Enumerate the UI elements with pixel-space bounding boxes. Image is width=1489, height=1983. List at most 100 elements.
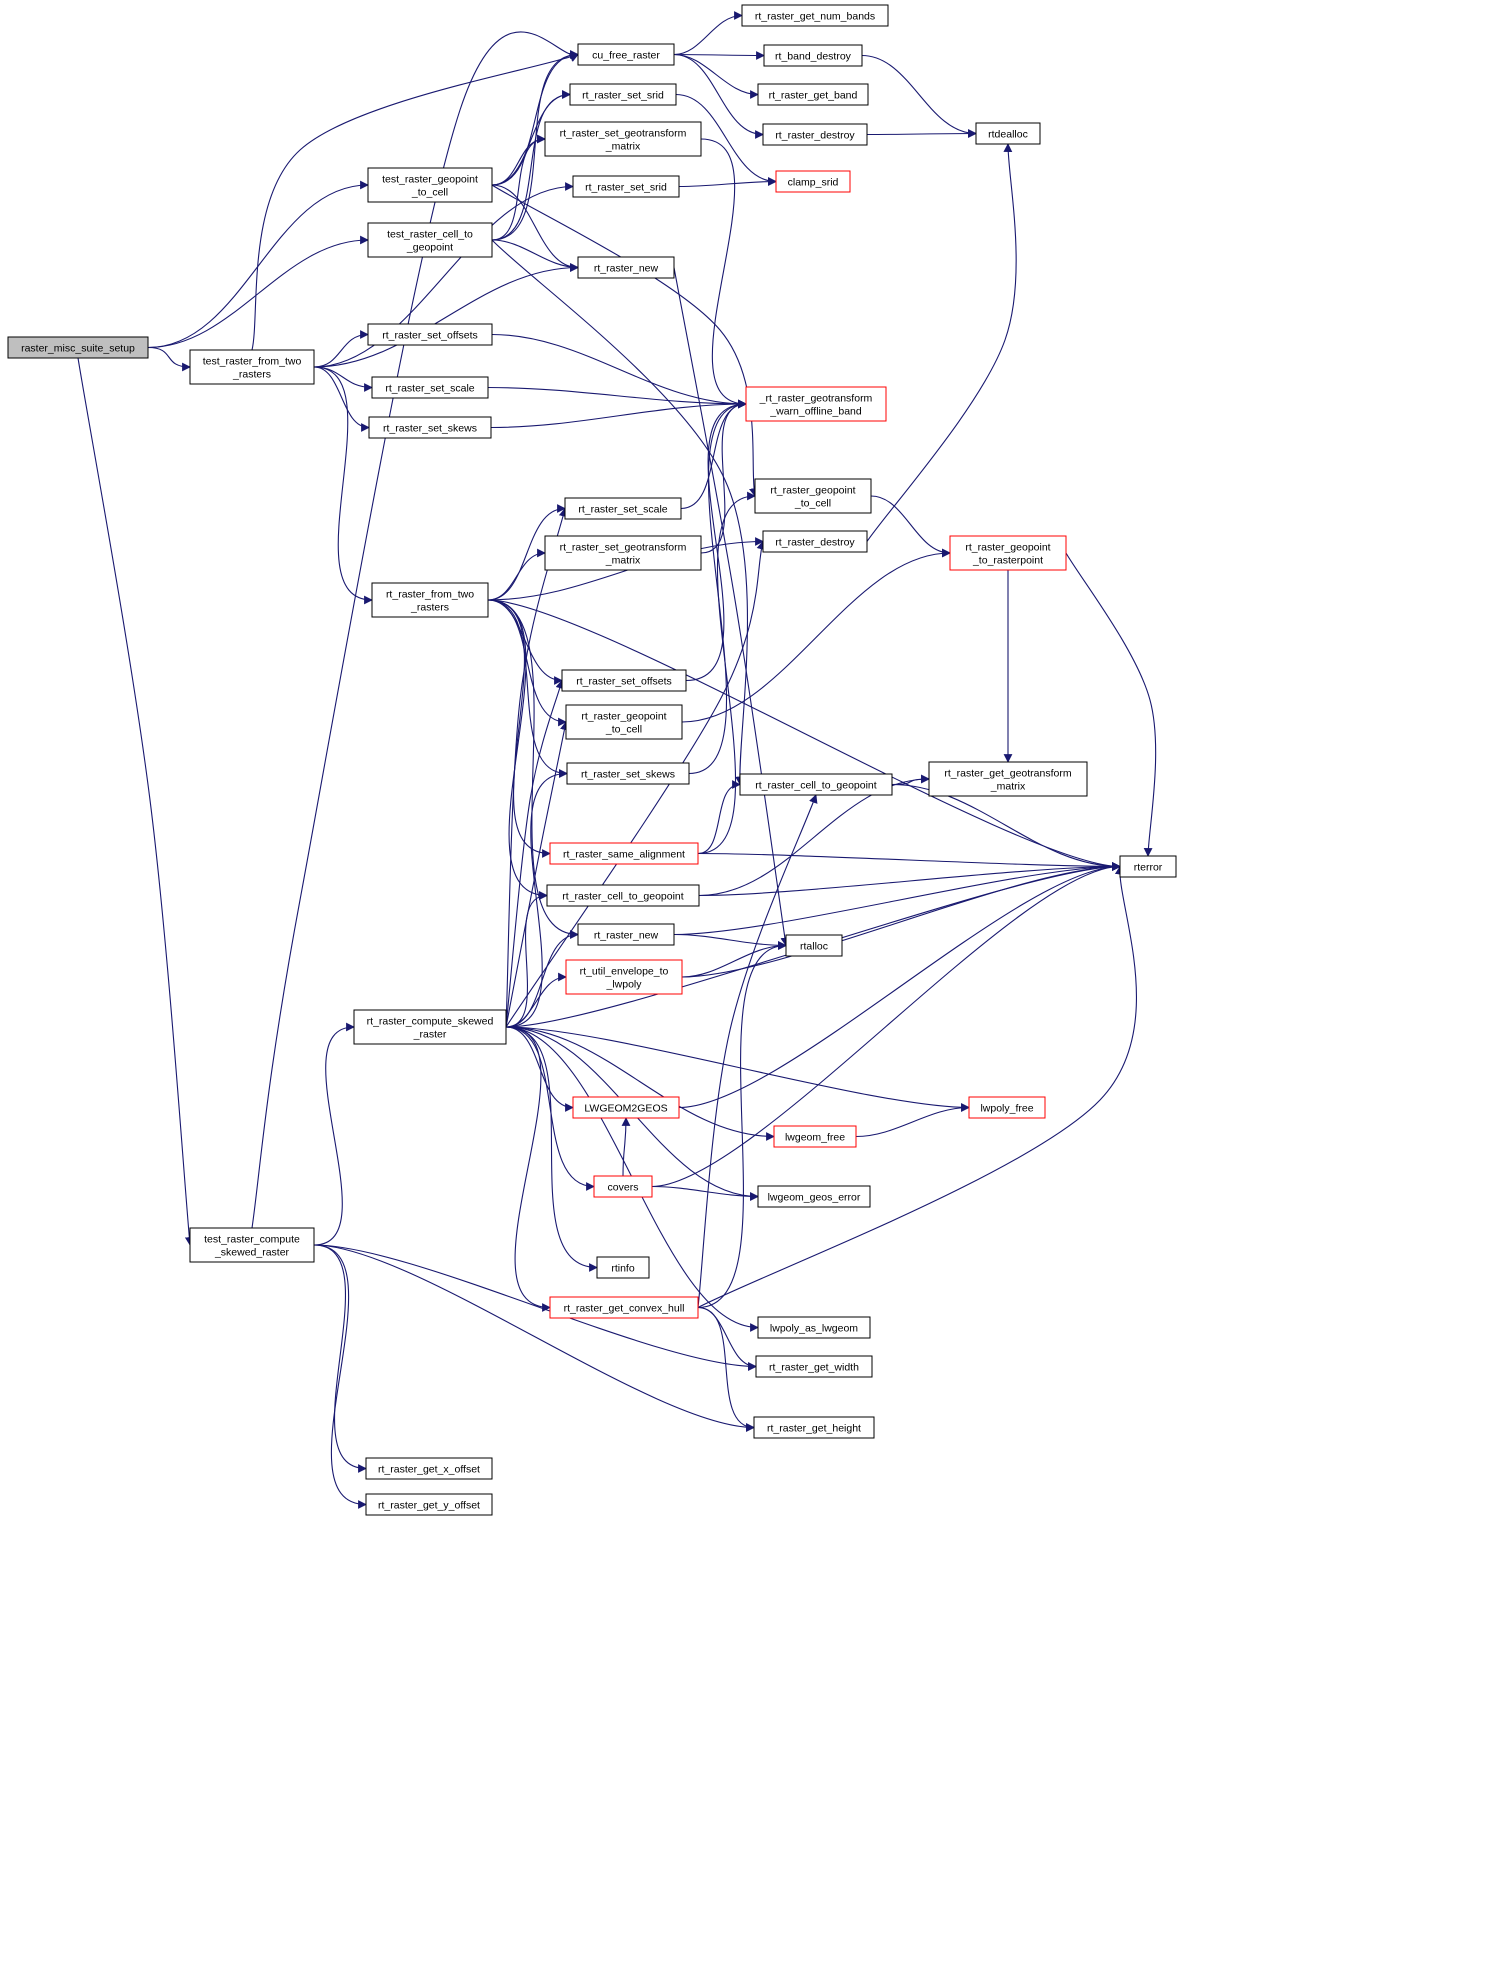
node-rt_raster_geopoint_to_rasterpoint[interactable]: rt_raster_geopoint_to_rasterpoint xyxy=(949,535,1067,571)
node-rt_raster_cell_to_geopoint_m[interactable]: rt_raster_cell_to_geopoint xyxy=(546,884,700,907)
node-box[interactable] xyxy=(544,121,702,157)
node-box[interactable] xyxy=(371,376,489,399)
node-rt_raster_set_geotransform_matrix_b[interactable]: rt_raster_set_geotransform_matrix xyxy=(544,535,702,571)
node-box[interactable] xyxy=(763,44,863,67)
node-box[interactable] xyxy=(757,1316,871,1339)
node-test_raster_compute_skewed_raster[interactable]: test_raster_compute_skewed_raster xyxy=(189,1227,315,1263)
node-box[interactable] xyxy=(7,336,149,359)
node-cu_free_raster[interactable]: cu_free_raster xyxy=(577,43,675,66)
node-rt_raster_new_b[interactable]: rt_raster_new xyxy=(577,923,675,946)
node-box[interactable] xyxy=(745,386,887,422)
node-box[interactable] xyxy=(577,43,675,66)
node-box[interactable] xyxy=(577,256,675,279)
node-rt_raster_get_y_offset[interactable]: rt_raster_get_y_offset xyxy=(365,1493,493,1516)
node-box[interactable] xyxy=(544,535,702,571)
node-box[interactable] xyxy=(968,1096,1046,1119)
node-test_raster_from_two_rasters[interactable]: test_raster_from_two_rasters xyxy=(189,349,315,385)
node-lwpoly_free[interactable]: lwpoly_free xyxy=(968,1096,1046,1119)
node-box[interactable] xyxy=(1119,855,1177,878)
node-rt_raster_same_alignment[interactable]: rt_raster_same_alignment xyxy=(549,842,699,865)
node-rt_raster_geopoint_to_cell_m[interactable]: rt_raster_geopoint_to_cell xyxy=(565,704,683,740)
node-LWGEOM2GEOS[interactable]: LWGEOM2GEOS xyxy=(572,1096,680,1119)
node-rt_raster_compute_skewed_raster[interactable]: rt_raster_compute_skewed_raster xyxy=(353,1009,507,1045)
node-rt_raster_set_skews_b[interactable]: rt_raster_set_skews xyxy=(566,762,690,785)
node-box[interactable] xyxy=(561,669,687,692)
node-rt_raster_destroy_a[interactable]: rt_raster_destroy xyxy=(762,123,868,146)
node-rt_raster_get_geotransform_matrix[interactable]: rt_raster_get_geotransform_matrix xyxy=(928,761,1088,797)
node-clamp_srid[interactable]: clamp_srid xyxy=(775,170,851,193)
node-box[interactable] xyxy=(566,762,690,785)
node-box[interactable] xyxy=(365,1457,493,1480)
node-rt_raster_set_offsets_b[interactable]: rt_raster_set_offsets xyxy=(561,669,687,692)
node-box[interactable] xyxy=(368,416,492,439)
node-rt_raster_get_width[interactable]: rt_raster_get_width xyxy=(755,1355,873,1378)
node-box[interactable] xyxy=(549,842,699,865)
node-box[interactable] xyxy=(572,1096,680,1119)
node-box[interactable] xyxy=(754,478,872,514)
node-rt_raster_get_num_bands[interactable]: rt_raster_get_num_bands xyxy=(741,4,889,27)
node-box[interactable] xyxy=(569,83,677,106)
node-rtinfo[interactable]: rtinfo xyxy=(596,1256,650,1279)
node-rt_raster_cell_to_geopoint_r[interactable]: rt_raster_cell_to_geopoint xyxy=(739,773,893,796)
node-box[interactable] xyxy=(564,497,682,520)
node-rt_util_envelope_to_lwpoly[interactable]: rt_util_envelope_to_lwpoly xyxy=(565,959,683,995)
node-rt_raster_set_scale_a[interactable]: rt_raster_set_scale xyxy=(371,376,489,399)
node-box[interactable] xyxy=(928,761,1088,797)
node-box[interactable] xyxy=(757,83,869,106)
node-box[interactable] xyxy=(596,1256,650,1279)
node-box[interactable] xyxy=(753,1416,875,1439)
node-rtdealloc[interactable]: rtdealloc xyxy=(975,122,1041,145)
node-rt_band_destroy[interactable]: rt_band_destroy xyxy=(763,44,863,67)
node-box[interactable] xyxy=(577,923,675,946)
node-box[interactable] xyxy=(367,222,493,258)
node-rtalloc[interactable]: rtalloc xyxy=(785,934,843,957)
node-rt_raster_destroy_b[interactable]: rt_raster_destroy xyxy=(762,530,868,553)
node-rt_raster_geopoint_to_cell_r[interactable]: rt_raster_geopoint_to_cell xyxy=(754,478,872,514)
node-box[interactable] xyxy=(572,175,680,198)
node-box[interactable] xyxy=(593,1175,653,1198)
node-box[interactable] xyxy=(762,123,868,146)
node-box[interactable] xyxy=(189,349,315,385)
node-lwpoly_as_lwgeom[interactable]: lwpoly_as_lwgeom xyxy=(757,1316,871,1339)
node-rt_raster_get_convex_hull[interactable]: rt_raster_get_convex_hull xyxy=(549,1296,699,1319)
node-box[interactable] xyxy=(975,122,1041,145)
node-rt_raster_set_offsets_a[interactable]: rt_raster_set_offsets xyxy=(367,323,493,346)
node-box[interactable] xyxy=(775,170,851,193)
node-rt_raster_set_skews_a[interactable]: rt_raster_set_skews xyxy=(368,416,492,439)
node-box[interactable] xyxy=(353,1009,507,1045)
node-box[interactable] xyxy=(755,1355,873,1378)
node-box[interactable] xyxy=(371,582,489,618)
node-test_raster_geopoint_to_cell[interactable]: test_raster_geopoint_to_cell xyxy=(367,167,493,203)
node-box[interactable] xyxy=(757,1185,871,1208)
node-box[interactable] xyxy=(785,934,843,957)
node-box[interactable] xyxy=(773,1125,857,1148)
node-covers[interactable]: covers xyxy=(593,1175,653,1198)
node-rt_raster_from_two_rasters[interactable]: rt_raster_from_two_rasters xyxy=(371,582,489,618)
node-rterror[interactable]: rterror xyxy=(1119,855,1177,878)
node-rt_raster_get_height[interactable]: rt_raster_get_height xyxy=(753,1416,875,1439)
node-rt_raster_new_a[interactable]: rt_raster_new xyxy=(577,256,675,279)
node-box[interactable] xyxy=(949,535,1067,571)
node-rt_raster_set_srid_a[interactable]: rt_raster_set_srid xyxy=(569,83,677,106)
node-box[interactable] xyxy=(741,4,889,27)
node-lwgeom_free[interactable]: lwgeom_free xyxy=(773,1125,857,1148)
node-rt_raster_set_srid_b[interactable]: rt_raster_set_srid xyxy=(572,175,680,198)
node-rt_raster_get_x_offset[interactable]: rt_raster_get_x_offset xyxy=(365,1457,493,1480)
node-box[interactable] xyxy=(546,884,700,907)
node-box[interactable] xyxy=(565,959,683,995)
node-box[interactable] xyxy=(365,1493,493,1516)
node-lwgeom_geos_error[interactable]: lwgeom_geos_error xyxy=(757,1185,871,1208)
node-box[interactable] xyxy=(549,1296,699,1319)
node-rt_raster_get_band[interactable]: rt_raster_get_band xyxy=(757,83,869,106)
node-test_raster_cell_to_geopoint[interactable]: test_raster_cell_to_geopoint xyxy=(367,222,493,258)
node-box[interactable] xyxy=(565,704,683,740)
node-box[interactable] xyxy=(189,1227,315,1263)
node-box[interactable] xyxy=(367,323,493,346)
node-box[interactable] xyxy=(762,530,868,553)
node-rt_raster_set_geotransform_matrix_a[interactable]: rt_raster_set_geotransform_matrix xyxy=(544,121,702,157)
node-box[interactable] xyxy=(367,167,493,203)
node-box[interactable] xyxy=(739,773,893,796)
node-rt_raster_set_scale_b[interactable]: rt_raster_set_scale xyxy=(564,497,682,520)
node-_rt_raster_geotransform_warn_offline_band[interactable]: _rt_raster_geotransform_warn_offline_ban… xyxy=(745,386,887,422)
node-raster_misc_suite_setup[interactable]: raster_misc_suite_setup xyxy=(7,336,149,359)
